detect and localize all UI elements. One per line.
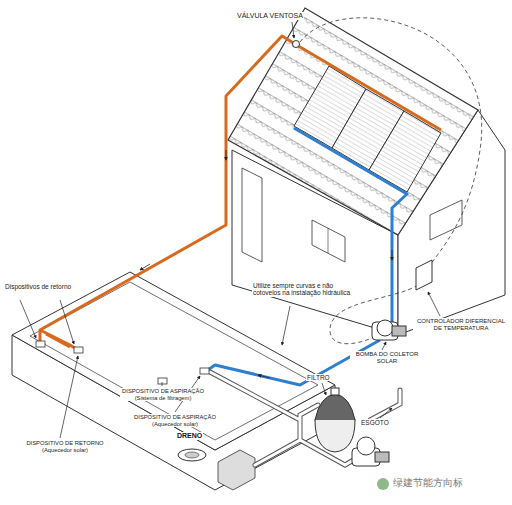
part-label: VÁLVULA VENTOSA [236, 12, 304, 20]
air-valve [293, 41, 300, 48]
flow-arrows [140, 150, 392, 378]
part-label: ESGOTO [360, 419, 390, 426]
door [242, 168, 262, 262]
leader-lines [20, 22, 440, 438]
note: Utilize sempre curvas e não cotovelos na… [252, 282, 362, 297]
part-label: BOMBA DO COLETOR SOLAR [350, 351, 424, 365]
return-device [36, 341, 45, 347]
watermark-icon [377, 478, 389, 490]
solar-pump [372, 320, 406, 340]
skimmer [218, 450, 255, 490]
tiled-roof [228, 8, 478, 235]
return-device [74, 347, 83, 353]
part-label: Dispositivos de retorno [4, 283, 72, 290]
drain [178, 449, 206, 461]
hot-water-pipe [40, 36, 441, 350]
part-label: FILTRO [306, 374, 331, 381]
temperature-controller [416, 260, 432, 290]
part-label: DISPOSITIVO DE RETORNO (Aquecedor solar) [14, 440, 116, 453]
filtration-pump [352, 437, 389, 466]
watermark: 绿建节能方向标 [392, 477, 464, 489]
part-label: CONTROLADOR DIFERENCIAL DE TEMPERATURA [413, 318, 509, 332]
suction-device [200, 368, 209, 374]
sand-filter [315, 388, 355, 452]
gable-window [430, 200, 462, 240]
solar-collectors [294, 66, 441, 192]
part-label: DRENO [176, 432, 203, 440]
suction-device [158, 378, 167, 384]
cold-water-pipe [205, 128, 407, 385]
part-label: DISPOSITIVO DE ASPIRAÇÃO (Aquecedor sola… [132, 414, 218, 427]
part-label: DISPOSITIVO DE ASPIRAÇÃO (Sistema de fil… [120, 388, 206, 401]
filtration-pipes [210, 372, 400, 465]
window [312, 220, 345, 262]
